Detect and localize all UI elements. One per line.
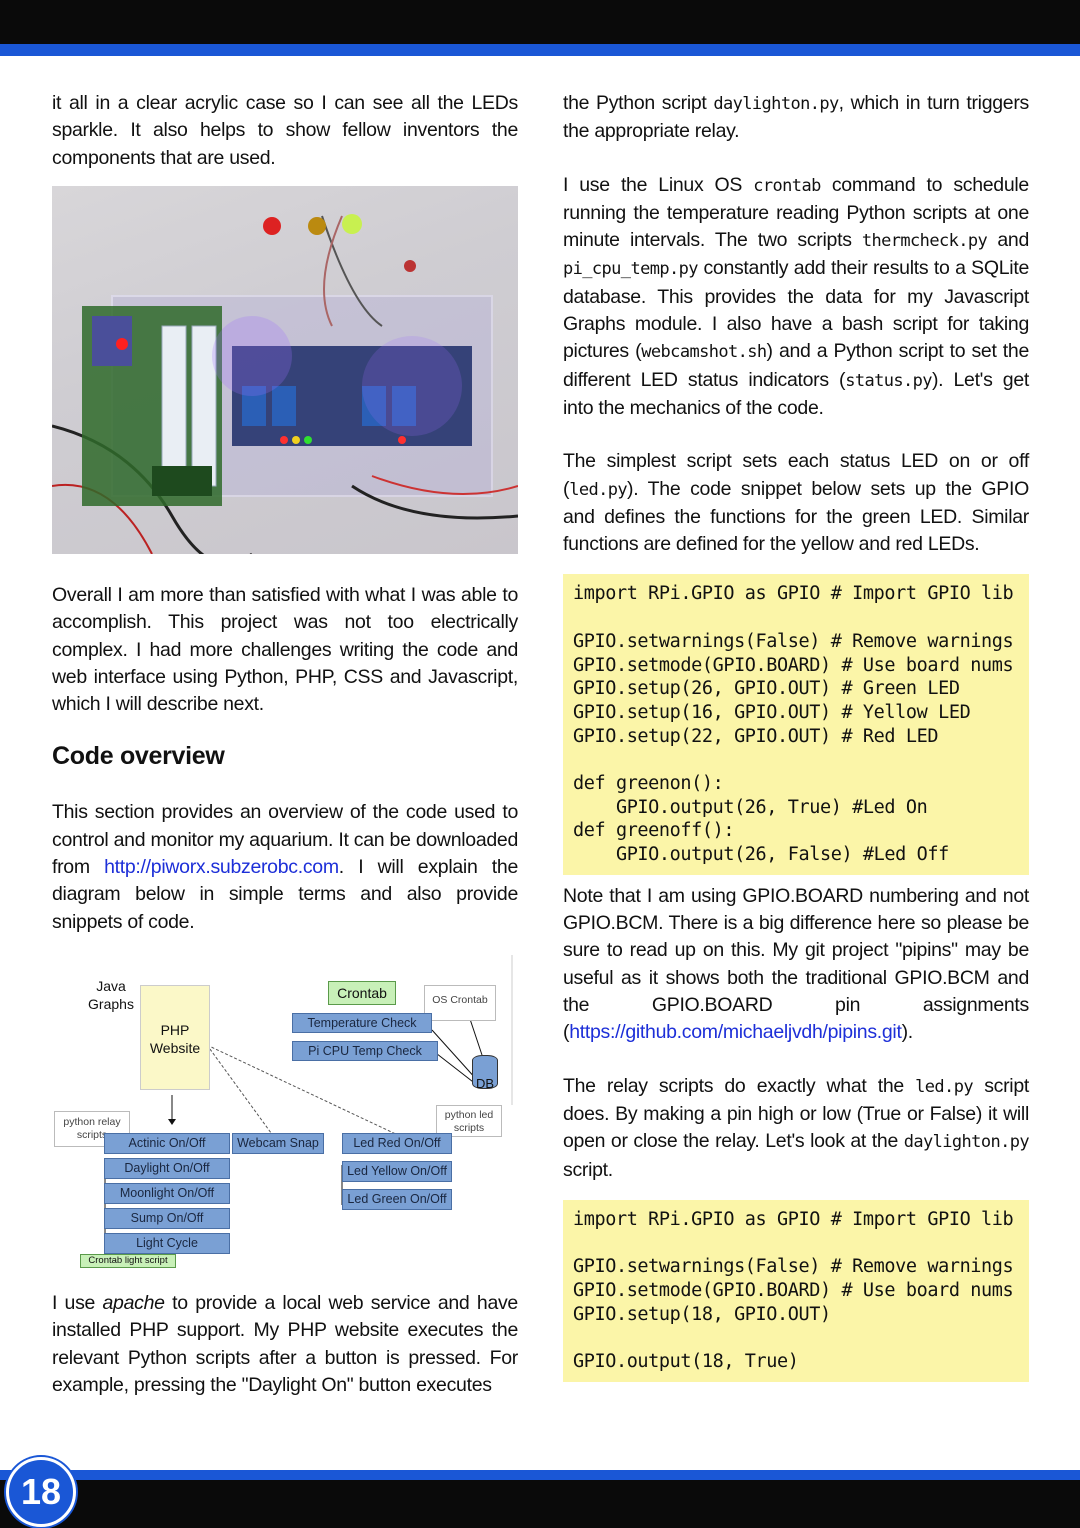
left-paragraph-4: I use apache to provide a local web serv… (52, 1290, 518, 1399)
left-column: it all in a clear acrylic case so I can … (52, 90, 518, 172)
diagram-connectors (104, 955, 513, 1250)
java-graphs-label: Java Graphs (88, 978, 134, 1012)
right-paragraph-4: Note that I am using GPIO.BOARD numberin… (563, 883, 1029, 1047)
r-p2-b: command to schedule running the temperat… (563, 173, 1029, 252)
actinic-label: Actinic On/Off (128, 1136, 206, 1150)
moonlight-label: Moonlight On/Off (119, 1186, 215, 1200)
led-green-label: Led Green On/Off (347, 1192, 447, 1206)
piworx-link[interactable]: http://piworx.subzerobc.com (104, 856, 339, 879)
right-paragraph-3: The simplest script sets each status LED… (563, 448, 1029, 558)
daylighton-filename: daylighton.py (713, 94, 839, 114)
os-crontab-note: OS Crontab (424, 985, 496, 1021)
php-website-label: PHP Website (149, 1022, 201, 1056)
p4-text-b: to provide a local web service and have … (52, 1292, 518, 1396)
p3-text-a: This section provides an overview of the… (52, 801, 518, 879)
r-p2-d: constantly add their results to a SQLite… (563, 257, 1029, 363)
status-filename: status.py (845, 370, 932, 391)
temperature-check-box: Temperature Check (292, 1013, 432, 1033)
footer-bar (0, 1480, 1080, 1528)
left-paragraph-1: it all in a clear acrylic case so I can … (52, 92, 518, 169)
python-relay-scripts-note: python relay scripts (54, 1111, 130, 1147)
right-paragraph-2: I use the Linux OS crontab command to sc… (563, 172, 1029, 423)
pi-cpu-temp-box: Pi CPU Temp Check (292, 1041, 438, 1061)
r-p1-b: , which in turn triggers the appropriate… (563, 92, 1029, 143)
crontab-term: crontab (753, 175, 821, 196)
left-column-bottom: I use apache to provide a local web serv… (52, 1290, 518, 1399)
db-label: DB (475, 1076, 495, 1091)
os-crontab-label: OS Crontab (432, 994, 488, 1006)
p4-text-a: I use (52, 1292, 103, 1314)
light-cycle-label: Light Cycle (136, 1236, 198, 1250)
led-yellow-label: Led Yellow On/Off (347, 1164, 447, 1178)
r-p1-a: the Python script (563, 92, 714, 114)
apache-term: apache (102, 1292, 165, 1314)
r-p2-a: I use the Linux OS (563, 173, 754, 196)
crontab-light-script-label: Crontab light script (88, 1255, 168, 1266)
r-p5-a: The relay scripts do exactly what the (563, 1074, 916, 1097)
r-p3-a: The simplest script sets each status LED… (563, 450, 1029, 500)
r-p3-b: ). The code snippet below sets up the GP… (563, 477, 1029, 556)
pipins-link[interactable]: https://github.com/michaeljvdh/pipins.gi… (569, 1021, 902, 1044)
crontab-label: Crontab (337, 985, 387, 1001)
right-paragraph-5: The relay scripts do exactly what the le… (563, 1073, 1030, 1184)
r-p2-e: ) and a Python script to set the differe… (563, 340, 1029, 391)
r-p4-a: Note that I am using GPIO.BOARD numberin… (563, 884, 1029, 1044)
webcamshot-filename: webcamshot.sh (641, 342, 767, 363)
led-red-box: Led Red On/Off (342, 1133, 452, 1154)
p3-text-b: . I will explain the diagram below in si… (52, 856, 518, 933)
database-cylinder: DB (472, 1055, 498, 1091)
led-green-box: Led Green On/Off (342, 1189, 452, 1210)
python-relay-scripts-label: python relay scripts (63, 1116, 121, 1141)
led-red-label: Led Red On/Off (353, 1136, 441, 1150)
daylight-box: Daylight On/Off (104, 1158, 230, 1179)
left-paragraph-3: This section provides an overview of the… (52, 799, 518, 935)
php-website-box: PHP Website (140, 985, 210, 1090)
sump-label: Sump On/Off (130, 1211, 204, 1225)
left-paragraph-2: Overall I am more than satisfied with wh… (52, 584, 518, 716)
r-p5-b: script does. By making a pin high or low… (563, 1074, 1029, 1153)
footer-stripe (0, 1470, 1080, 1480)
r-p5-c: script. (563, 1158, 613, 1181)
crontab-light-script-box: Crontab light script (80, 1254, 176, 1268)
r-p4-b: ). (901, 1021, 914, 1044)
code-block-relay: import RPi.GPIO as GPIO # Import GPIO li… (563, 1199, 1029, 1382)
daylighton-filename-2: daylighton.py (903, 1132, 1030, 1153)
webcam-label: Webcam Snap (237, 1136, 319, 1150)
page-number-badge: 18 (6, 1457, 76, 1527)
header-bar (0, 0, 1080, 44)
pi-cpu-temp-label: Pi CPU Temp Check (308, 1044, 422, 1058)
light-cycle-box: Light Cycle (104, 1233, 230, 1254)
left-column-lower: Overall I am more than satisfied with wh… (52, 582, 518, 936)
led-filename-2: led.py (915, 1076, 973, 1097)
section-heading: Code overview (52, 742, 225, 771)
right-paragraph-1: the Python script daylighton.py, which i… (563, 90, 1029, 146)
temperature-check-label: Temperature Check (307, 1016, 417, 1030)
code-block-led: import RPi.GPIO as GPIO # Import GPIO li… (563, 574, 1029, 875)
actinic-box: Actinic On/Off (104, 1133, 230, 1154)
photo-illustration (52, 214, 518, 554)
sump-box: Sump On/Off (104, 1208, 230, 1229)
daylight-label: Daylight On/Off (124, 1161, 210, 1175)
python-led-scripts-label: python led scripts (444, 1109, 494, 1134)
header-stripe (0, 44, 1080, 56)
r-p2-f: ). Let's get into the mechanics of the c… (563, 368, 1029, 419)
right-column: the Python script daylighton.py, which i… (563, 90, 1030, 1382)
r-p2-c: and (987, 229, 1029, 252)
moonlight-box: Moonlight On/Off (104, 1183, 230, 1204)
python-led-scripts-note: python led scripts (436, 1105, 502, 1137)
led-filename: led.py (569, 479, 628, 500)
crontab-box: Crontab (328, 981, 396, 1005)
picpu-filename: pi_cpu_temp.py (563, 259, 698, 280)
webcam-box: Webcam Snap (232, 1133, 324, 1154)
aquarium-controller-photo (52, 186, 518, 554)
code-architecture-diagram: Java Graphs PHP Website Crontab OS Cront… (52, 955, 520, 1273)
led-yellow-box: Led Yellow On/Off (342, 1161, 452, 1182)
thermcheck-filename: thermcheck.py (861, 231, 988, 252)
java-graphs-box: Java Graphs (84, 977, 138, 1017)
